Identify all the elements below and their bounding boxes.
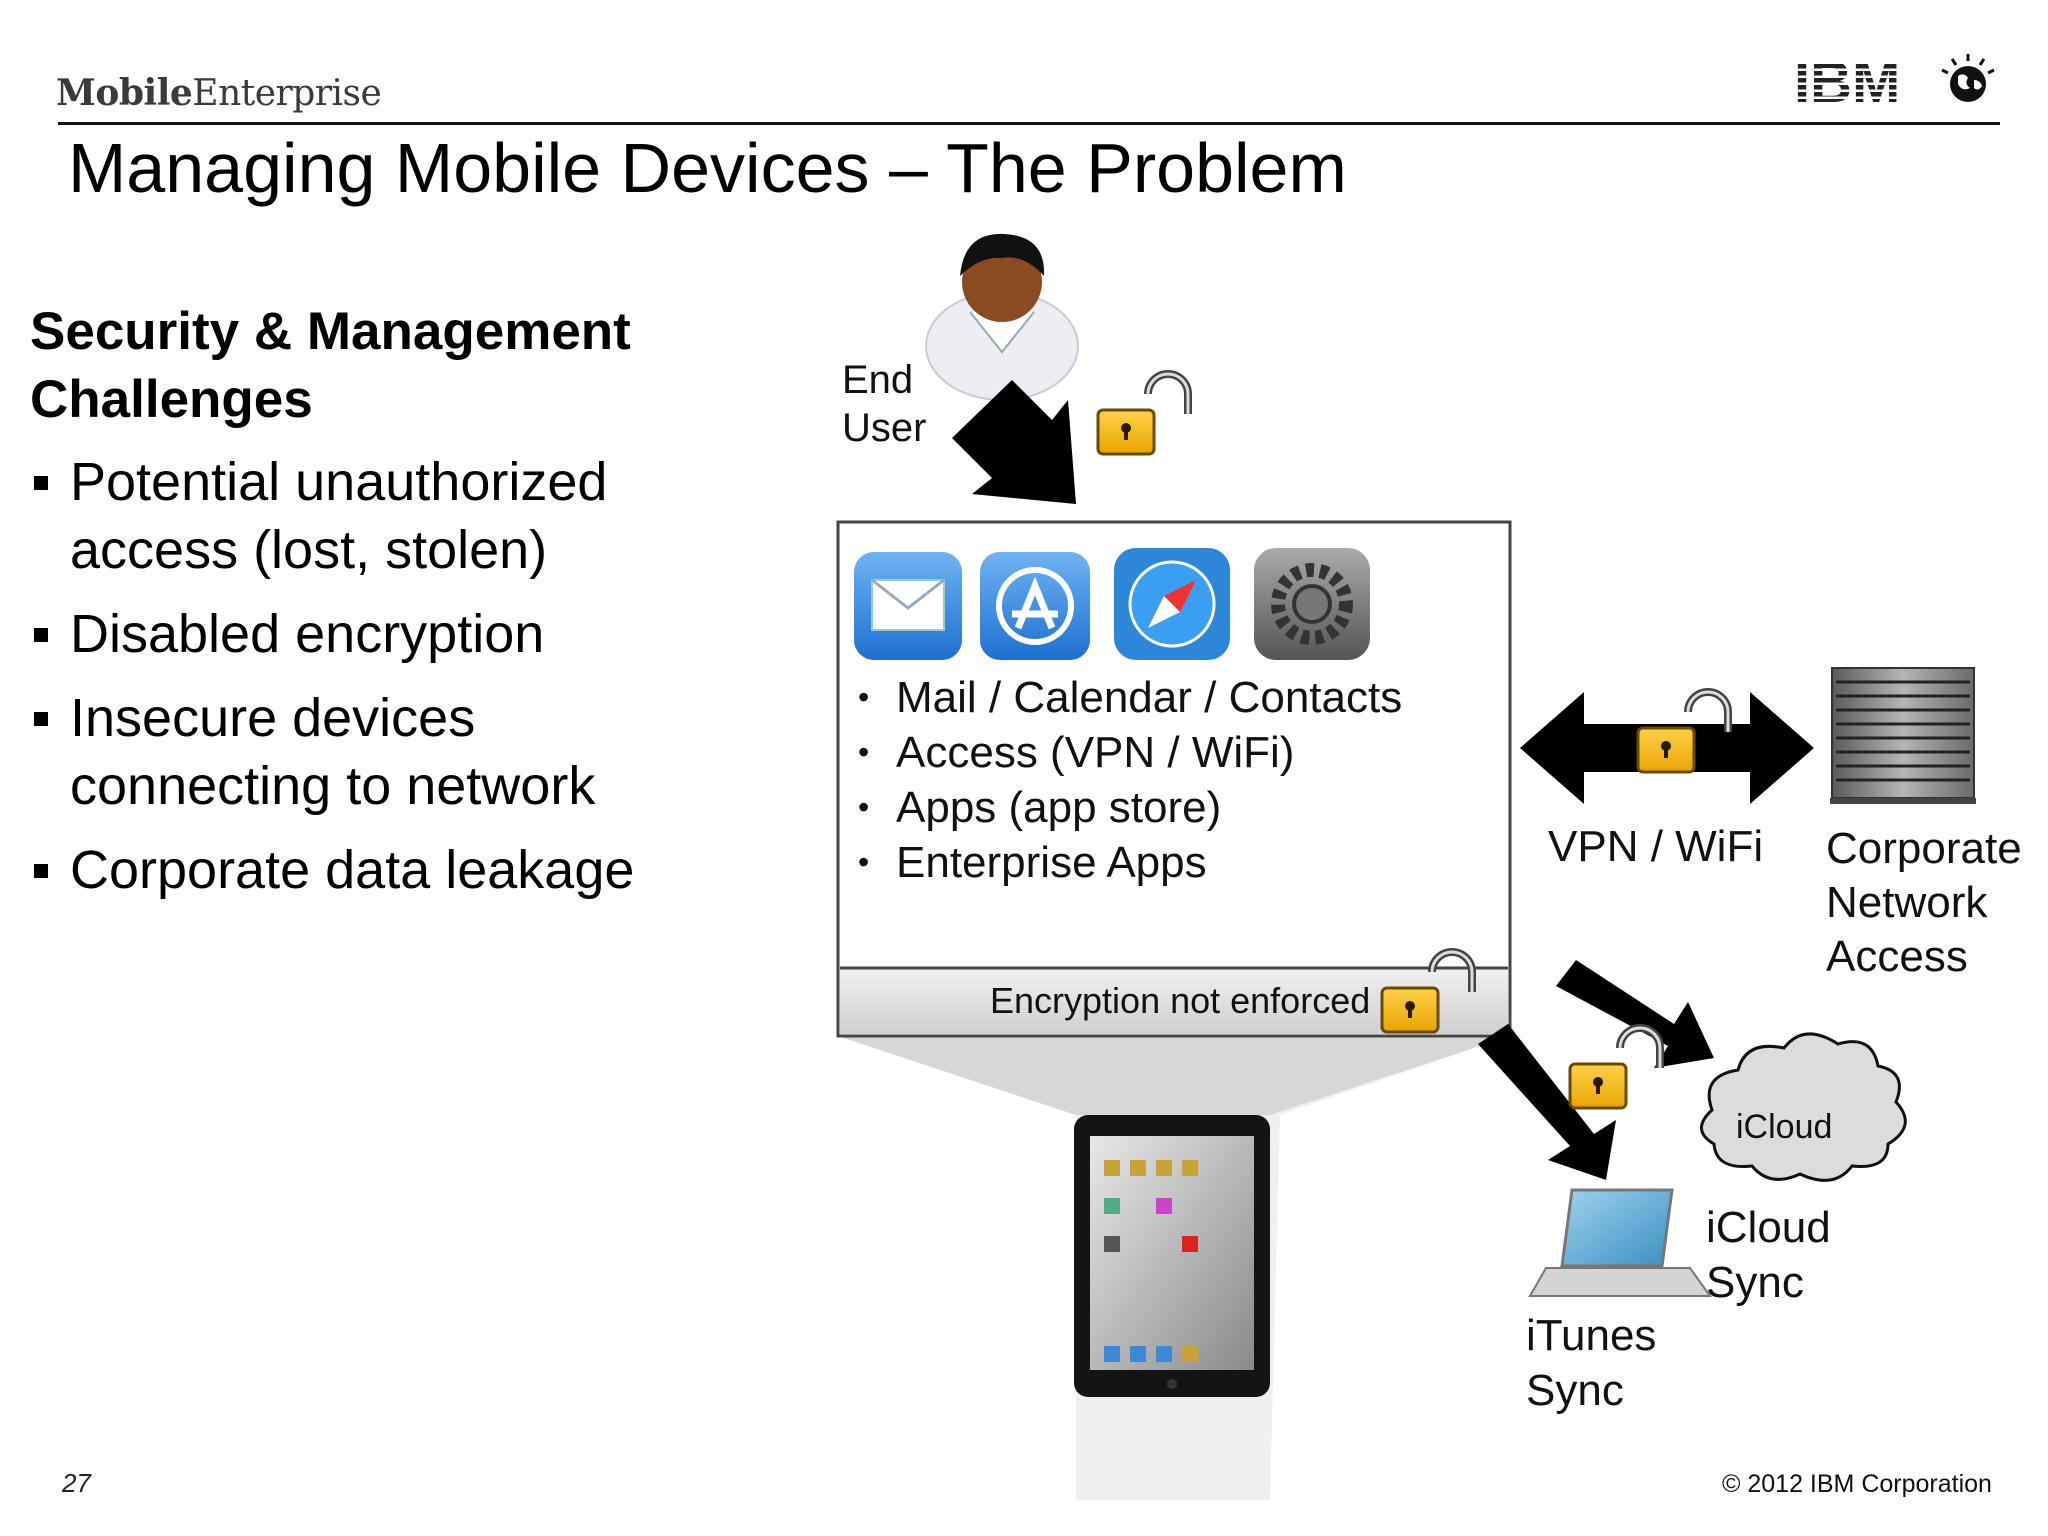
label-line: Sync xyxy=(1526,1366,1624,1415)
list-item: Potential unauthorized access (lost, sto… xyxy=(30,448,750,584)
page-number: 27 xyxy=(62,1468,91,1498)
list-item: Disabled encryption xyxy=(30,600,750,668)
label-line: Corporate xyxy=(1826,824,2022,873)
icloud-sync-label: iCloud Sync xyxy=(1706,1200,1831,1310)
label-line: iTunes xyxy=(1526,1311,1657,1360)
globe-icon xyxy=(1941,54,1995,102)
icloud-sync-arrow xyxy=(1556,960,1714,1068)
padlock-icon xyxy=(1570,1028,1660,1108)
label-line: Access xyxy=(1826,932,1968,981)
ibm-logo: IBM xyxy=(1794,50,1995,112)
label-line: Sync xyxy=(1706,1258,1804,1307)
encryption-status-label: Encryption not enforced xyxy=(990,980,1371,1021)
heading-line: Security & Management xyxy=(30,302,631,361)
itunes-sync-label: iTunes Sync xyxy=(1526,1308,1656,1418)
list-item: Insecure devices connecting to network xyxy=(30,684,750,820)
list-item: Enterprise Apps xyxy=(854,835,1402,890)
mail-icon xyxy=(854,552,962,660)
copyright-notice: © 2012 IBM Corporation xyxy=(1722,1470,1992,1498)
list-item: Access (VPN / WiFi) xyxy=(854,725,1402,780)
settings-icon xyxy=(1254,548,1370,660)
label-line: User xyxy=(842,406,927,450)
vpn-wifi-label: VPN / WiFi xyxy=(1548,822,1764,871)
ibm-logo-text: IBM xyxy=(1794,50,1900,112)
list-item: Corporate data leakage xyxy=(30,836,750,904)
laptop-icon xyxy=(1528,1188,1712,1297)
header-rule xyxy=(58,122,2000,125)
device-feature-list: Mail / Calendar / Contacts Access (VPN /… xyxy=(854,670,1402,890)
user-icon xyxy=(925,233,1079,401)
label-line: Network xyxy=(1826,878,1988,927)
ipad-icon xyxy=(1074,1115,1270,1397)
challenges-list: Potential unauthorized access (lost, sto… xyxy=(30,448,750,920)
list-item: Mail / Calendar / Contacts xyxy=(854,670,1402,725)
challenges-heading: Security & Management Challenges xyxy=(30,298,750,434)
page-title: Managing Mobile Devices – The Problem xyxy=(68,129,1347,207)
label-line: End xyxy=(842,358,914,402)
app-store-icon xyxy=(980,552,1090,660)
user-to-device-arrow xyxy=(952,380,1076,504)
brand-regular: Enterprise xyxy=(192,73,382,114)
cloud-icon xyxy=(1700,1032,1907,1182)
brand-bold: Mobile xyxy=(56,72,193,114)
safari-icon xyxy=(1114,548,1230,660)
corporate-network-label: Corporate Network Access xyxy=(1826,822,2022,984)
heading-line: Challenges xyxy=(30,370,313,429)
label-line: iCloud xyxy=(1706,1203,1831,1252)
server-icon xyxy=(1830,667,1976,804)
end-user-label: End User xyxy=(842,356,926,452)
zoom-cone xyxy=(838,1036,1510,1115)
icloud-cloud-label: iCloud xyxy=(1736,1108,1833,1146)
itunes-sync-arrow xyxy=(1478,1024,1616,1180)
brand-wordmark: MobileEnterprise xyxy=(56,72,382,114)
list-item: Apps (app store) xyxy=(854,780,1402,835)
padlock-icon xyxy=(1098,374,1188,454)
